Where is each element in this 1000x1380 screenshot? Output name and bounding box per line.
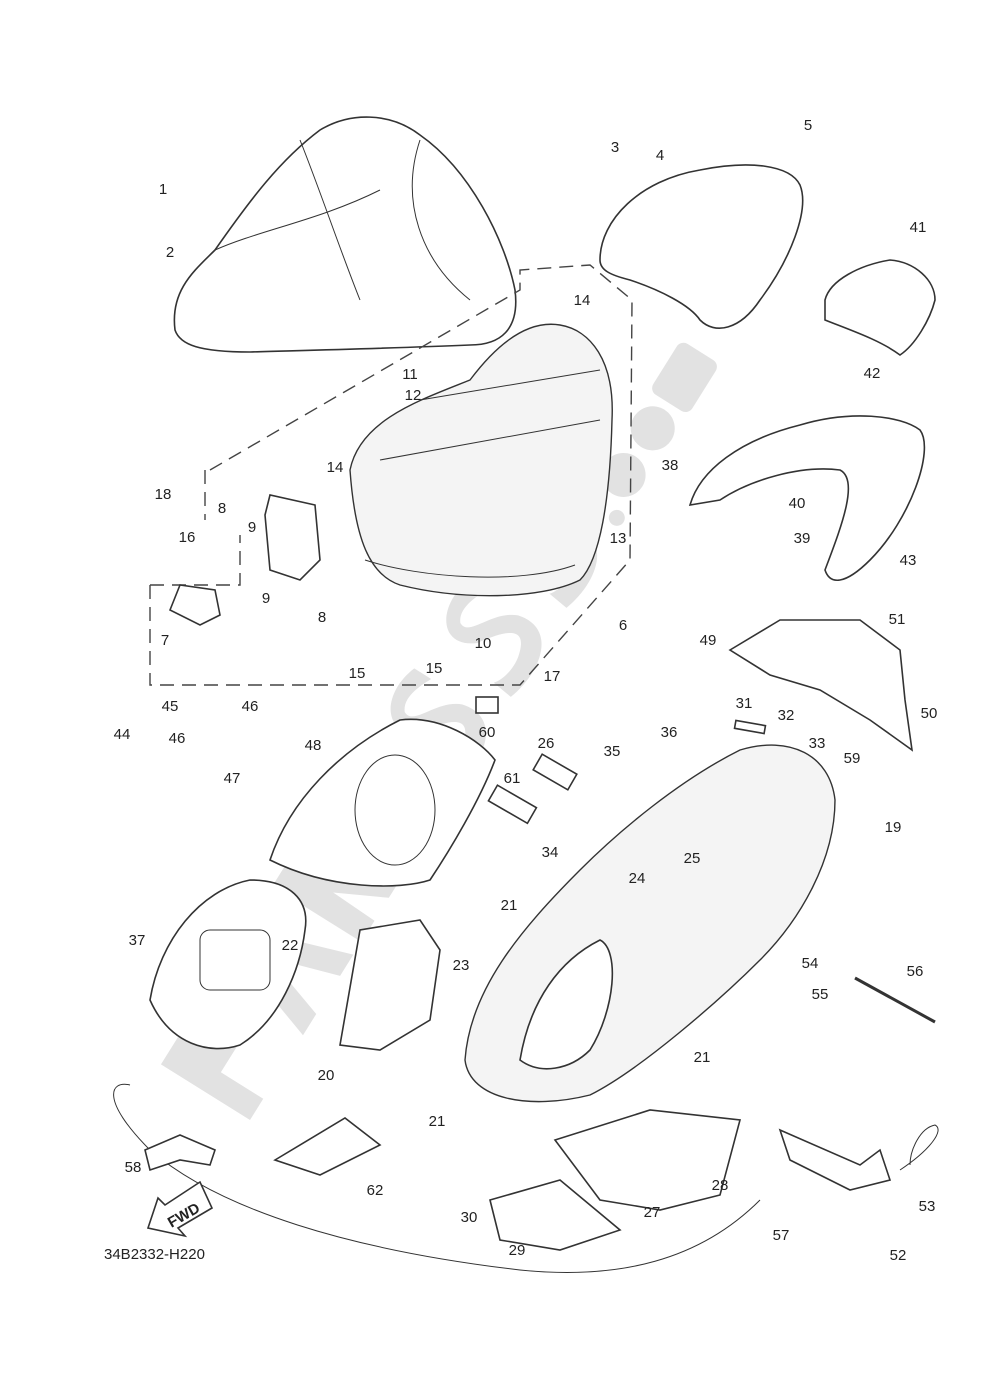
callout-48: 48 [305, 737, 322, 754]
callout-61: 61 [504, 770, 521, 787]
callout-36: 36 [661, 724, 678, 741]
seat-lock [168, 584, 221, 626]
callout-12: 12 [405, 387, 422, 404]
owners-manual [273, 1117, 382, 1176]
callout-32: 32 [778, 707, 795, 724]
callout-40: 40 [789, 495, 806, 512]
callout-14: 14 [327, 459, 344, 476]
callout-26: 26 [538, 735, 555, 752]
callout-19: 19 [885, 819, 902, 836]
callout-15: 15 [349, 665, 366, 682]
callout-21: 21 [694, 1049, 711, 1066]
seat-lock-assembly [778, 1128, 892, 1191]
callout-41: 41 [910, 219, 927, 236]
rear-seat-cover [599, 164, 804, 329]
callout-54: 54 [802, 955, 819, 972]
pad [532, 753, 578, 791]
callout-49: 49 [700, 632, 717, 649]
callout-35: 35 [604, 743, 621, 760]
front-inner-box [269, 718, 496, 887]
callout-8: 8 [218, 500, 226, 517]
storage-box [349, 323, 613, 597]
callout-37: 37 [129, 932, 146, 949]
callout-57: 57 [773, 1227, 790, 1244]
callout-9: 9 [262, 590, 270, 607]
callout-51: 51 [889, 611, 906, 628]
callout-29: 29 [509, 1242, 526, 1259]
callout-52: 52 [890, 1247, 907, 1264]
drawing-code: 34B2332-H220 [104, 1246, 205, 1263]
battery-cover [339, 919, 441, 1051]
callout-21: 21 [429, 1113, 446, 1130]
storage-box-group-outline [149, 264, 633, 686]
rear-fender [728, 619, 914, 752]
callout-22: 22 [282, 937, 299, 954]
callout-14: 14 [574, 292, 591, 309]
callout-16: 16 [179, 529, 196, 546]
pad-61 [487, 784, 538, 825]
callout-39: 39 [794, 530, 811, 547]
callout-62: 62 [367, 1182, 384, 1199]
band [854, 976, 936, 1024]
callout-3: 3 [611, 139, 619, 156]
callout-24: 24 [629, 870, 646, 887]
callout-56: 56 [907, 963, 924, 980]
callout-46: 46 [169, 730, 186, 747]
leg-shield [149, 879, 307, 1050]
callout-2: 2 [166, 244, 174, 261]
callout-7: 7 [161, 632, 169, 649]
callout-55: 55 [812, 986, 829, 1003]
callout-5: 5 [804, 117, 812, 134]
callout-9: 9 [248, 519, 256, 536]
callout-53: 53 [919, 1198, 936, 1215]
callout-43: 43 [900, 552, 917, 569]
callout-60: 60 [479, 724, 496, 741]
callout-21: 21 [501, 897, 518, 914]
callout-45: 45 [162, 698, 179, 715]
seat [173, 116, 517, 353]
callout-10: 10 [475, 635, 492, 652]
callout-4: 4 [656, 147, 664, 164]
fwd-arrow-marker: FWD [146, 1180, 214, 1238]
callout-31: 31 [736, 695, 753, 712]
callout-13: 13 [610, 530, 627, 547]
callout-58: 58 [125, 1159, 142, 1176]
callout-33: 33 [809, 735, 826, 752]
callout-1: 1 [159, 181, 167, 198]
callout-42: 42 [864, 365, 881, 382]
callout-59: 59 [844, 750, 861, 767]
callout-50: 50 [921, 705, 938, 722]
callout-34: 34 [542, 844, 559, 861]
seat-hinge-bracket [264, 494, 321, 581]
callout-15: 15 [426, 660, 443, 677]
callout-20: 20 [318, 1067, 335, 1084]
callout-47: 47 [224, 770, 241, 787]
callout-44: 44 [114, 726, 131, 743]
seat-lock-cable [113, 1083, 761, 1273]
callout-28: 28 [712, 1177, 729, 1194]
callout-6: 6 [619, 617, 627, 634]
footrest-mat [489, 1179, 622, 1251]
seat-lock-cylinder [144, 1134, 216, 1172]
callout-30: 30 [461, 1209, 478, 1226]
callout-18: 18 [155, 486, 172, 503]
rear-grip [688, 415, 926, 582]
callout-11: 11 [402, 366, 418, 383]
callout-8: 8 [318, 609, 326, 626]
floor-mat [553, 1109, 742, 1211]
damper [733, 719, 767, 735]
callout-17: 17 [544, 668, 561, 685]
caution-label [475, 696, 499, 714]
rear-grip-cover [824, 259, 936, 356]
callout-38: 38 [662, 457, 679, 474]
callout-23: 23 [453, 957, 470, 974]
callout-27: 27 [644, 1204, 661, 1221]
callout-25: 25 [684, 850, 701, 867]
callout-46: 46 [242, 698, 259, 715]
